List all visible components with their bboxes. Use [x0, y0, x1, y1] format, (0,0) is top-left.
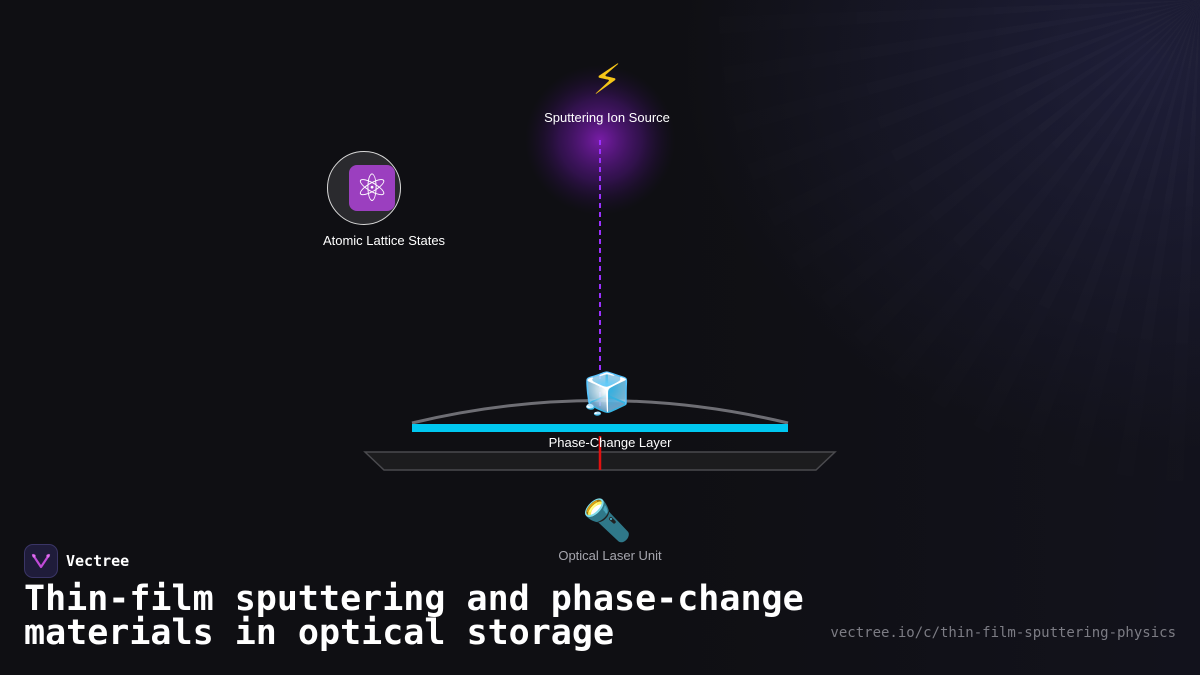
- atom-badge: [349, 165, 395, 211]
- brand[interactable]: Vectree: [24, 544, 129, 578]
- flashlight-icon: 🔦: [582, 498, 632, 544]
- background-rays: [640, 0, 1200, 520]
- vectree-logo-icon: [24, 544, 58, 578]
- phase-change-label: Phase-Change Layer: [548, 435, 672, 450]
- ice-cube-icon: 🧊: [582, 371, 632, 417]
- ion-source-label: Sputtering Ion Source: [544, 110, 670, 125]
- laser-label: Optical Laser Unit: [558, 548, 662, 563]
- page-title: Thin-film sputtering and phase-change ma…: [24, 579, 804, 653]
- lattice-label: Atomic Lattice States: [322, 233, 446, 248]
- source-url[interactable]: vectree.io/c/thin-film-sputtering-physic…: [830, 625, 1176, 641]
- phase-change-film: [412, 424, 788, 432]
- deposition-arc: [411, 399, 789, 425]
- brand-name: Vectree: [66, 552, 130, 570]
- lightning-icon: ⚡: [592, 55, 622, 104]
- atom-icon: ⚛: [354, 166, 390, 210]
